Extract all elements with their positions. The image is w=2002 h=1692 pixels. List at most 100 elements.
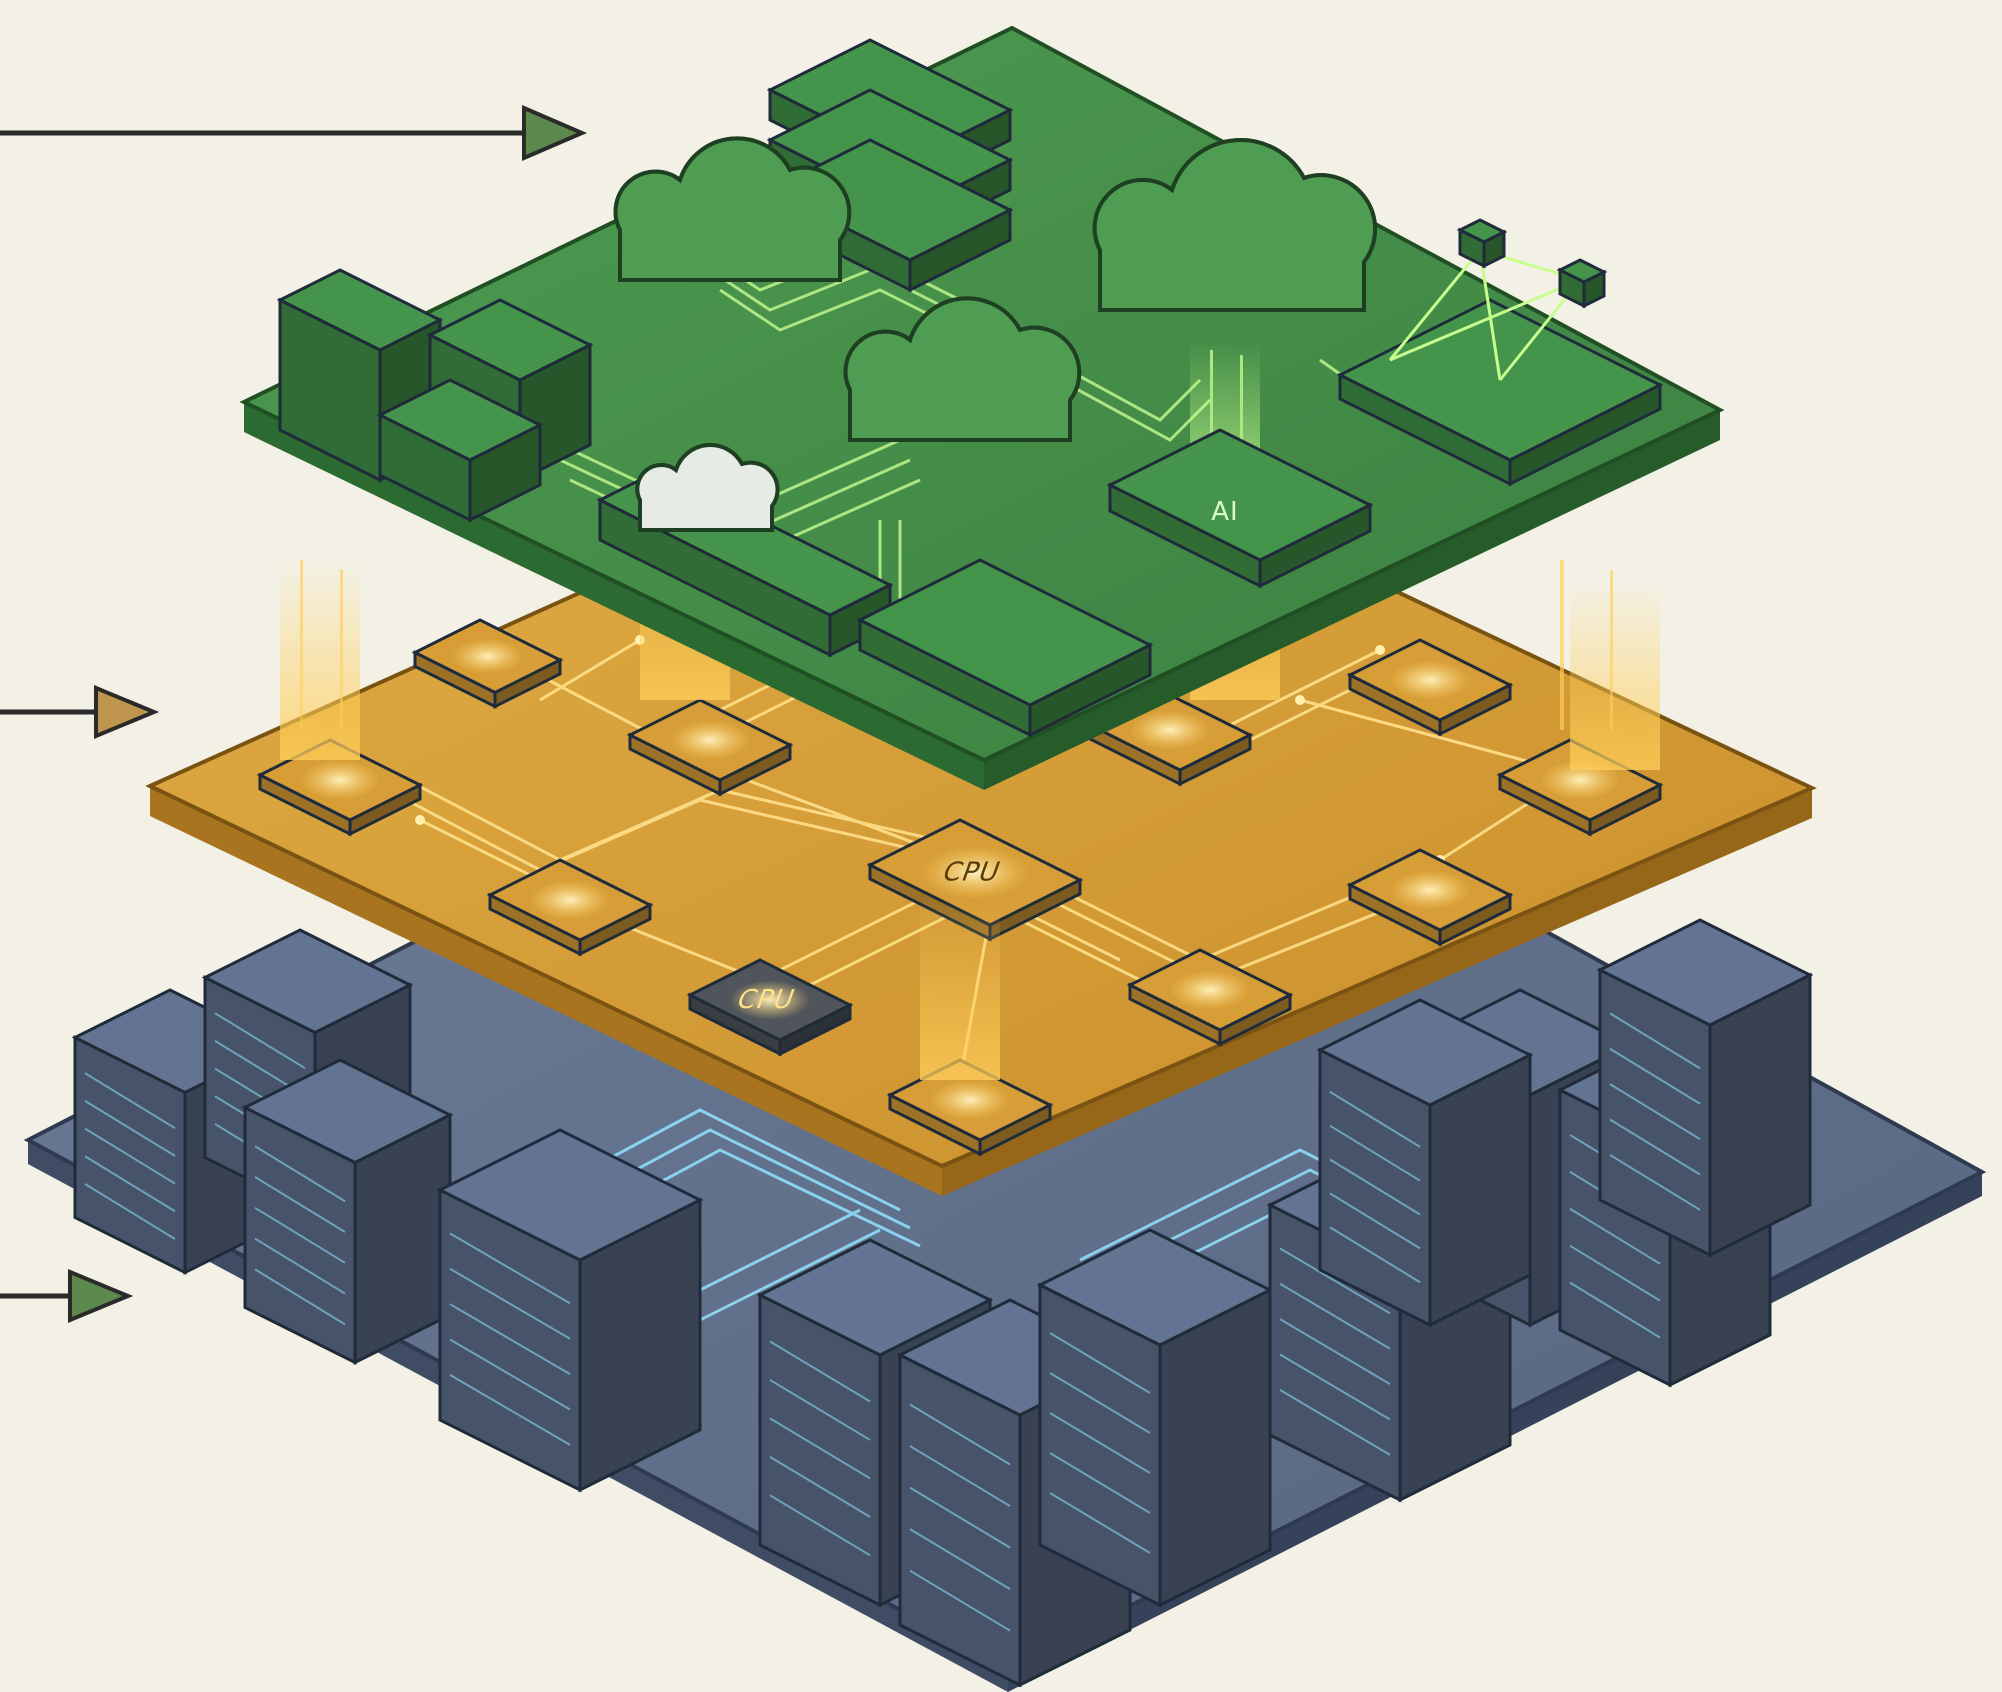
rack-vent [1279, 1389, 1391, 1456]
rack-vent [909, 1528, 1011, 1591]
processor-chip-icon [1496, 738, 1664, 837]
server-rack-icon [1316, 998, 1534, 1328]
robotic-arm-frame [1388, 248, 1583, 381]
chip-glow [1389, 870, 1471, 910]
rack-vent [1569, 1207, 1661, 1265]
rack-vent [254, 1176, 346, 1233]
gold-layer-side-left [150, 786, 942, 1196]
chip-glow [1129, 710, 1211, 750]
rack-vent [214, 1012, 306, 1070]
processor-chip-icon [411, 618, 564, 709]
storage-cloud-icon [635, 443, 780, 532]
trace-node [1295, 695, 1305, 705]
chip-glow [669, 720, 751, 760]
rack-vent [1609, 1047, 1701, 1105]
rack-vent [769, 1455, 871, 1518]
processor-chip-icon [486, 858, 654, 957]
cloud-chip-icon [843, 296, 1082, 442]
chip-glow [529, 880, 611, 920]
rack-vent [449, 1303, 571, 1376]
server-rack-icon [1036, 1228, 1274, 1608]
rack-vent [1279, 1353, 1391, 1421]
processor-chip-icon [1346, 638, 1514, 737]
trace-node [415, 815, 425, 825]
rack-vent [449, 1338, 571, 1411]
rack-vent [909, 1403, 1011, 1466]
rack-vent [1329, 1158, 1421, 1216]
rack-vent [1329, 1226, 1421, 1284]
arrow-to-green-layer [0, 104, 588, 162]
rack-vent [1049, 1372, 1151, 1434]
storage-block-icon [376, 378, 544, 523]
gold-layer-side-right [942, 788, 1812, 1196]
rack-vent [84, 1100, 176, 1157]
rack-vent [449, 1374, 571, 1446]
rack-vent [254, 1237, 346, 1295]
cpu-chip-label: CPU [733, 985, 800, 1015]
chip-glow [1539, 760, 1621, 800]
rack-vent [449, 1267, 571, 1340]
rack-vent [449, 1232, 571, 1305]
rack-vent [909, 1445, 1011, 1507]
chip-glow [1169, 970, 1251, 1010]
chip-glow [929, 1080, 1011, 1120]
rack-vent [84, 1072, 176, 1130]
chip-glow [299, 760, 381, 800]
storage-block-icon [276, 268, 444, 483]
cloud-server-icon [613, 136, 852, 282]
layer-arrows [0, 104, 588, 1323]
processor-chip-icon [626, 698, 794, 797]
rack-vent [1049, 1412, 1151, 1474]
rack-vent [1569, 1281, 1661, 1339]
rack-vent [1049, 1492, 1151, 1554]
processor-chip-icon [1346, 848, 1514, 947]
chip-glow [729, 980, 811, 1020]
rack-vent [1279, 1282, 1391, 1350]
rack-vent [1279, 1318, 1391, 1386]
rack-vent [84, 1127, 176, 1185]
server-rack-icon [1596, 918, 1814, 1258]
chip-glow [1389, 660, 1471, 700]
rack-vent [254, 1268, 346, 1326]
rack-vent [909, 1486, 1011, 1549]
ai-network-cloud-icon [1092, 138, 1378, 312]
processor-chip-icon [1126, 948, 1294, 1047]
arrow-to-blue-layer [0, 1269, 134, 1323]
chip-glow [921, 846, 1029, 899]
rack-vent [254, 1206, 346, 1264]
rack-vent [1329, 1090, 1421, 1148]
arrow-to-gold-layer [0, 685, 160, 739]
rack-vent [254, 1145, 346, 1203]
ai-chip-label: AI [1211, 497, 1238, 527]
rack-vent [1329, 1192, 1421, 1250]
chip-glow [451, 638, 524, 674]
rack-vent [1569, 1244, 1661, 1302]
rack-vent [1609, 1012, 1701, 1070]
rack-vent [1329, 1124, 1421, 1182]
server-rack-icon [436, 1128, 704, 1493]
green-layer-side-right [984, 410, 1720, 790]
rack-vent [1609, 1118, 1701, 1176]
rack-vent [909, 1569, 1011, 1632]
grid-processor-icon [856, 558, 1154, 738]
cpu-chip-label: CPU [938, 857, 1005, 887]
server-rack-icon [241, 1058, 454, 1365]
sensor-node-icon [1456, 218, 1508, 269]
ai-chip-icon [1106, 428, 1374, 589]
cpu-chip-icon: CPU [686, 958, 854, 1057]
cloud-ai-layer: AI [239, 25, 1725, 790]
sensor-node-icon [1556, 258, 1608, 309]
rack-vent [769, 1417, 871, 1480]
rack-vent [769, 1340, 871, 1403]
rack-vent [769, 1494, 871, 1557]
rack-vent [84, 1183, 176, 1240]
rack-vent [1279, 1247, 1391, 1315]
rack-vent [1609, 1154, 1701, 1211]
trace-node [1375, 645, 1385, 655]
rack-vent [1609, 1083, 1701, 1141]
rack-vent [1049, 1452, 1151, 1514]
rack-vent [84, 1155, 176, 1213]
rack-vent [769, 1379, 871, 1441]
rack-vent [1049, 1332, 1151, 1394]
